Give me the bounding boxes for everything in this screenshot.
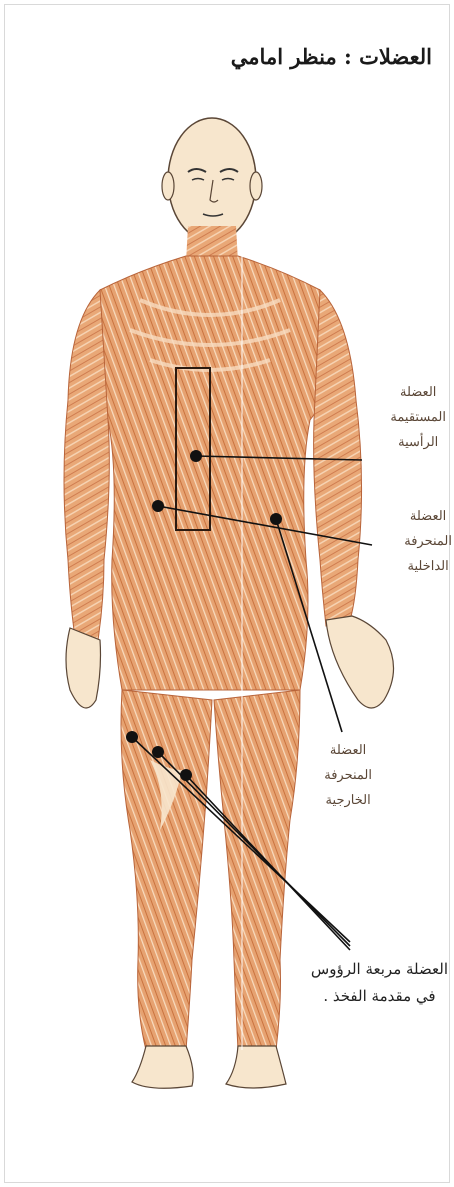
head [162, 118, 262, 242]
label-line: العضلة [404, 504, 452, 529]
right-foot [226, 1046, 286, 1088]
marker-dot-rectus [190, 450, 202, 462]
label-internal-oblique: العضلة المنحرفة الداخلية [404, 504, 452, 579]
left-hand [66, 628, 101, 708]
left-leg [121, 690, 212, 1050]
label-rectus-abdominis: العضلة المستقيمة الرأسية [390, 380, 446, 455]
label-external-oblique: العضلة المنحرفة الخارجية [324, 738, 372, 813]
right-hand [326, 616, 394, 708]
label-line: المنحرفة [324, 763, 372, 788]
label-quadriceps: العضلة مربعة الرؤوس في مقدمة الفخذ . [311, 956, 448, 1010]
marker-dot-quadriceps-2 [152, 746, 164, 758]
marker-dot-quadriceps-3 [180, 769, 192, 781]
marker-dot-quadriceps-1 [126, 731, 138, 743]
label-line: العضلة مربعة الرؤوس [311, 956, 448, 983]
label-line: العضلة [324, 738, 372, 763]
label-line: الداخلية [404, 554, 452, 579]
marker-dot-internal-oblique [152, 500, 164, 512]
label-line: الرأسية [390, 430, 446, 455]
right-leg [214, 690, 300, 1050]
marker-dot-external-oblique [270, 513, 282, 525]
label-line: العضلة [390, 380, 446, 405]
right-arm [314, 290, 362, 626]
left-arm [64, 290, 109, 640]
label-line: المستقيمة [390, 405, 446, 430]
label-line: في مقدمة الفخذ . [311, 983, 448, 1010]
label-line: الخارجية [324, 788, 372, 813]
label-line: المنحرفة [404, 529, 452, 554]
left-foot [132, 1046, 193, 1088]
